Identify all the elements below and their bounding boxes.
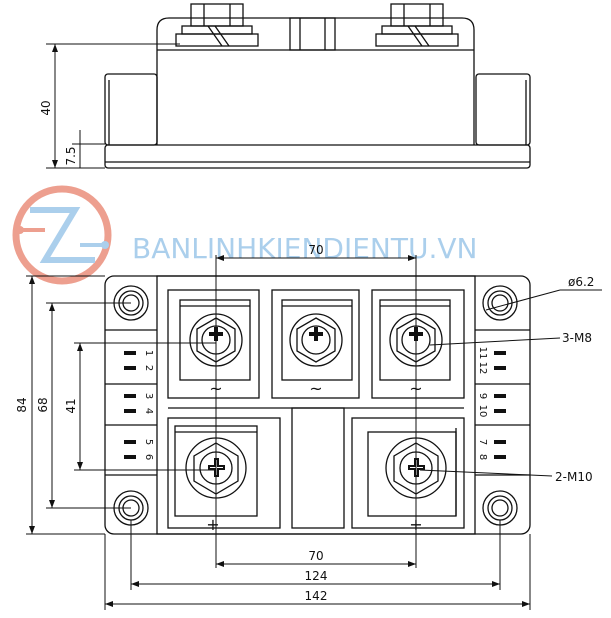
pin-label-4: 4 — [143, 408, 154, 414]
watermark-text: BANLINHKIENDIENTU.VN — [132, 232, 477, 265]
callout-hole-diameter: ø6.2 — [568, 275, 594, 289]
dim-terminal-spacing-top: 70 — [308, 243, 323, 257]
pin-label-7: 7 — [477, 439, 488, 445]
dim-pin-span: 41 — [64, 398, 78, 413]
top-view — [104, 275, 531, 535]
top-outline — [104, 275, 531, 535]
side-base-plate — [104, 144, 531, 169]
dim-mount-height: 68 — [36, 397, 50, 412]
dc-terminals — [174, 425, 457, 517]
pin-label-2: 2 — [143, 365, 154, 371]
mount-hole-top-right — [482, 285, 518, 321]
dimension-arrows — [29, 44, 530, 607]
ac-terminal-2 — [281, 299, 353, 381]
pin-label-10: 10 — [477, 405, 488, 418]
dim-terminal-spacing-bottom: 70 — [308, 549, 323, 563]
pin-label-12: 12 — [477, 362, 488, 375]
side-view — [104, 3, 531, 169]
dim-side-height-base: 7.5 — [64, 146, 78, 165]
ac-terminal-1 — [179, 299, 251, 381]
pin-label-5: 5 — [143, 439, 154, 445]
callout-dc-screws: 2-M10 — [555, 470, 593, 484]
ac-terminals — [179, 299, 451, 381]
pin-label-6: 6 — [143, 454, 154, 460]
side-housing — [156, 17, 475, 145]
dim-overall-width: 142 — [305, 589, 328, 603]
side-right-flange — [475, 73, 531, 146]
pin-label-8: 8 — [477, 454, 488, 460]
dim-mount-holes: 124 — [305, 569, 328, 583]
top-dimensions — [26, 255, 602, 610]
ac-symbol-2: ~ — [309, 379, 322, 398]
dim-overall-height: 84 — [15, 397, 29, 412]
dc-terminal-negative — [367, 428, 457, 517]
pin-label-9: 9 — [477, 393, 488, 399]
pin-label-11: 11 — [477, 347, 488, 360]
ac-terminal-3 — [379, 299, 451, 381]
side-dimensions — [46, 43, 180, 169]
side-right-nut — [375, 3, 459, 47]
pin-label-3: 3 — [143, 393, 154, 399]
side-left-flange — [104, 73, 158, 146]
circuit-logo-icon — [12, 185, 112, 285]
top-housing — [156, 275, 476, 535]
pin-label-1: 1 — [143, 350, 154, 356]
callout-ac-screws: 3-M8 — [562, 331, 592, 345]
control-pins — [124, 351, 506, 459]
mount-hole-bottom-right — [482, 490, 518, 526]
dc-symbol-1: + — [206, 515, 219, 534]
dim-side-height-total: 40 — [39, 100, 53, 115]
side-left-nut — [175, 3, 259, 47]
